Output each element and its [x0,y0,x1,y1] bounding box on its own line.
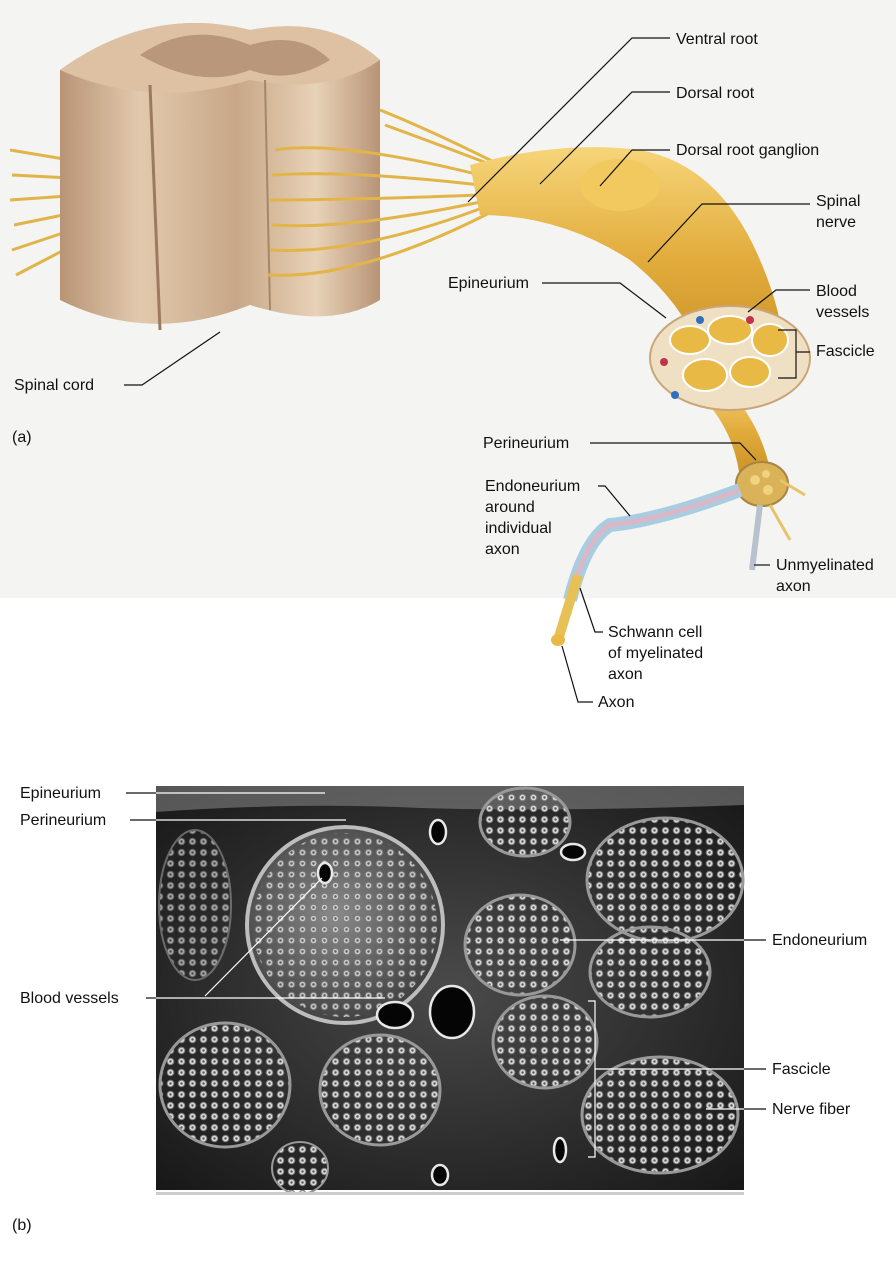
label-fascicle-a: Fascicle [816,343,875,360]
label-endoneurium-line1: Endoneurium [485,478,580,495]
label-blood-vessels-line1: Blood [816,283,857,300]
label-endoneurium-line4: axon [485,541,520,558]
label-ventral-root: Ventral root [676,31,758,48]
spinal-cord [60,23,380,330]
label-schwann-line3: axon [608,666,643,683]
label-schwann-line1: Schwann cell [608,624,702,641]
label-blood-vessels-line2: vessels [816,304,869,321]
label-blood-vessels-b: Blood vessels [20,990,119,1007]
label-endoneurium-line3: individual [485,520,552,537]
leader-axon [562,646,593,702]
label-spinal-nerve-line1: Spinal [816,193,860,210]
panel-a-illustration [0,0,896,646]
label-perineurium-b: Perineurium [20,812,106,829]
label-endoneurium-line2: around [485,499,535,516]
label-epineurium-b: Epineurium [20,785,101,802]
label-unmyelinated-line1: Unmyelinated [776,557,874,574]
label-spinal-cord: Spinal cord [14,377,94,394]
panel-b-tag: (b) [12,1217,32,1234]
label-dorsal-root-ganglion: Dorsal root ganglion [676,142,819,159]
label-fascicle-b: Fascicle [772,1061,831,1078]
label-dorsal-root: Dorsal root [676,85,755,102]
label-spinal-nerve-line2: nerve [816,214,856,231]
label-nerve-fiber: Nerve fiber [772,1101,851,1118]
nerve-cross-section [650,306,810,410]
label-axon: Axon [598,694,634,711]
label-schwann-line2: of myelinated [608,645,703,662]
label-unmyelinated-line2: axon [776,578,811,595]
panel-a-tag: (a) [12,429,32,446]
label-epineurium-a: Epineurium [448,275,529,292]
panel-b-micrograph [156,786,744,1195]
label-endoneurium-b: Endoneurium [772,932,867,949]
label-perineurium-a: Perineurium [483,435,569,452]
